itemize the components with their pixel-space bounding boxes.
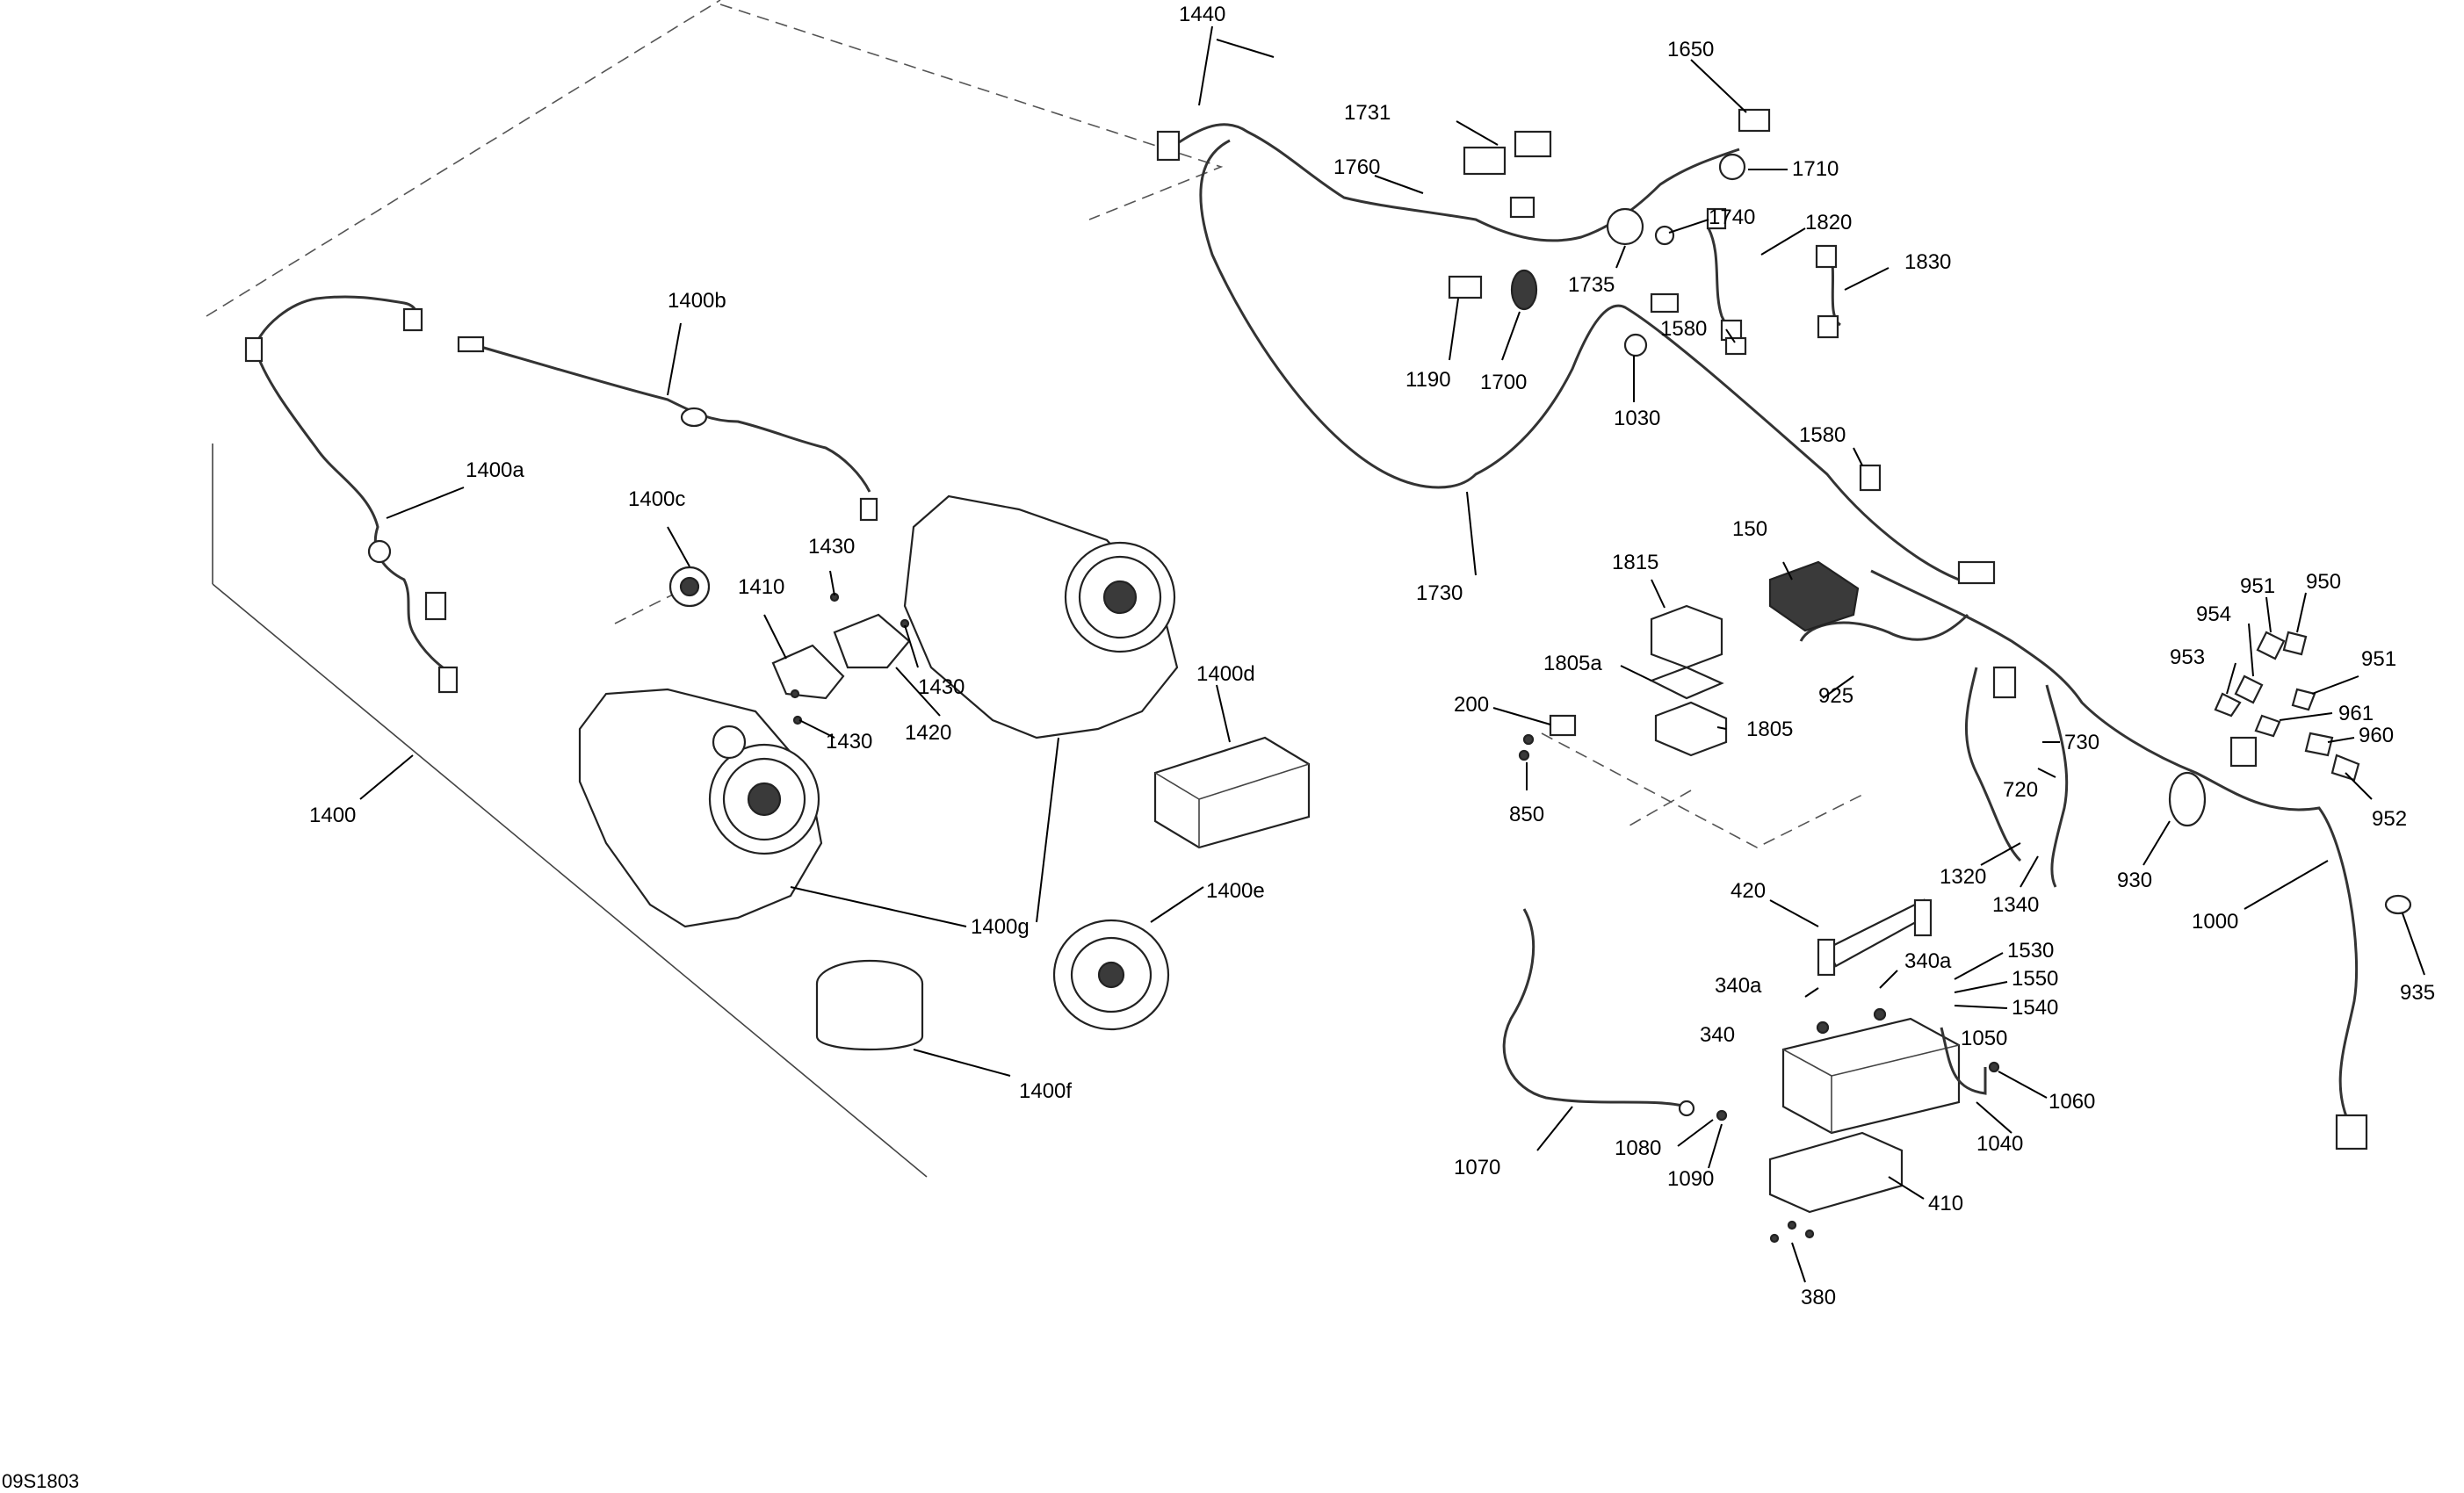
label-420: 420 (1731, 879, 1766, 903)
label-1030: 1030 (1614, 407, 1660, 430)
main-harness-1730 (1156, 123, 2368, 1150)
label-1760: 1760 (1333, 155, 1380, 179)
label-1400f: 1400f (1019, 1079, 1072, 1103)
label-1540: 1540 (2012, 996, 2058, 1020)
battery-group (1502, 631, 2412, 1244)
label-925: 925 (1818, 684, 1853, 708)
label-1400g: 1400g (971, 915, 1030, 939)
label-200: 200 (1454, 693, 1489, 717)
label-935: 935 (2400, 981, 2435, 1005)
label-1420: 1420 (905, 721, 951, 745)
label-1080: 1080 (1615, 1136, 1661, 1160)
speaker-parts (668, 566, 1311, 1051)
label-1050: 1050 (1961, 1027, 2007, 1050)
label-1320: 1320 (1940, 865, 1986, 889)
part-labels: 1440 1650 1731 1760 1710 1740 1820 1830 … (309, 3, 2435, 1309)
label-150: 150 (1732, 517, 1767, 541)
label-1400c: 1400c (628, 487, 685, 511)
label-340a-left: 340a (1715, 974, 1762, 998)
label-1805a: 1805a (1543, 652, 1602, 675)
group-outlines (206, 0, 1863, 1178)
label-1700: 1700 (1480, 371, 1527, 394)
label-340: 340 (1700, 1023, 1735, 1047)
label-720: 720 (2003, 778, 2038, 802)
label-1650: 1650 (1667, 38, 1714, 61)
label-1040: 1040 (1976, 1132, 2023, 1156)
label-1530: 1530 (2007, 939, 2054, 963)
label-1400d: 1400d (1196, 662, 1255, 686)
label-953: 953 (2170, 646, 2205, 669)
speaker-harness-1400a-1400b (244, 295, 878, 694)
label-850: 850 (1509, 803, 1544, 826)
label-1060: 1060 (2049, 1090, 2095, 1114)
label-730: 730 (2064, 731, 2099, 754)
label-1740: 1740 (1709, 206, 1755, 229)
label-1430-top: 1430 (808, 535, 855, 559)
top-connectors (1448, 108, 1882, 492)
label-1730: 1730 (1416, 581, 1463, 605)
label-1400e: 1400e (1206, 879, 1265, 903)
label-1815: 1815 (1612, 551, 1658, 574)
label-1090: 1090 (1667, 1167, 1714, 1191)
leader-lines (359, 25, 2425, 1283)
label-951-top: 951 (2240, 574, 2275, 598)
label-1000: 1000 (2192, 910, 2238, 934)
label-1550: 1550 (2012, 967, 2058, 991)
electrical-modules (1518, 560, 1860, 761)
label-1820: 1820 (1805, 211, 1852, 234)
label-930: 930 (2117, 869, 2152, 892)
label-1580-mid: 1580 (1799, 423, 1846, 447)
label-1400a: 1400a (466, 458, 524, 482)
speaker-enclosures-1400g (578, 494, 1179, 928)
label-1430-right: 1430 (918, 675, 965, 699)
label-1805: 1805 (1746, 718, 1793, 741)
label-410: 410 (1928, 1192, 1963, 1215)
label-960: 960 (2359, 724, 2394, 747)
label-1410: 1410 (738, 575, 784, 599)
label-954: 954 (2196, 602, 2231, 626)
label-340a-right: 340a (1904, 949, 1952, 973)
label-380: 380 (1801, 1286, 1836, 1309)
label-950: 950 (2306, 570, 2341, 594)
label-1340: 1340 (1992, 893, 2039, 917)
label-951-right: 951 (2361, 647, 2396, 671)
label-1710: 1710 (1792, 157, 1839, 181)
label-1735: 1735 (1568, 273, 1615, 297)
label-1070: 1070 (1454, 1156, 1500, 1179)
drawing-code: 09S1803 (2, 1470, 79, 1492)
label-1440: 1440 (1179, 3, 1225, 26)
label-1400: 1400 (309, 804, 356, 827)
label-1190: 1190 (1405, 368, 1451, 392)
label-1430-bottom: 1430 (826, 730, 872, 754)
label-1580-top: 1580 (1660, 317, 1707, 341)
label-961: 961 (2338, 702, 2374, 725)
label-952: 952 (2372, 807, 2407, 831)
label-1731: 1731 (1344, 101, 1391, 125)
label-1830: 1830 (1904, 250, 1951, 274)
label-1400b: 1400b (668, 289, 726, 313)
